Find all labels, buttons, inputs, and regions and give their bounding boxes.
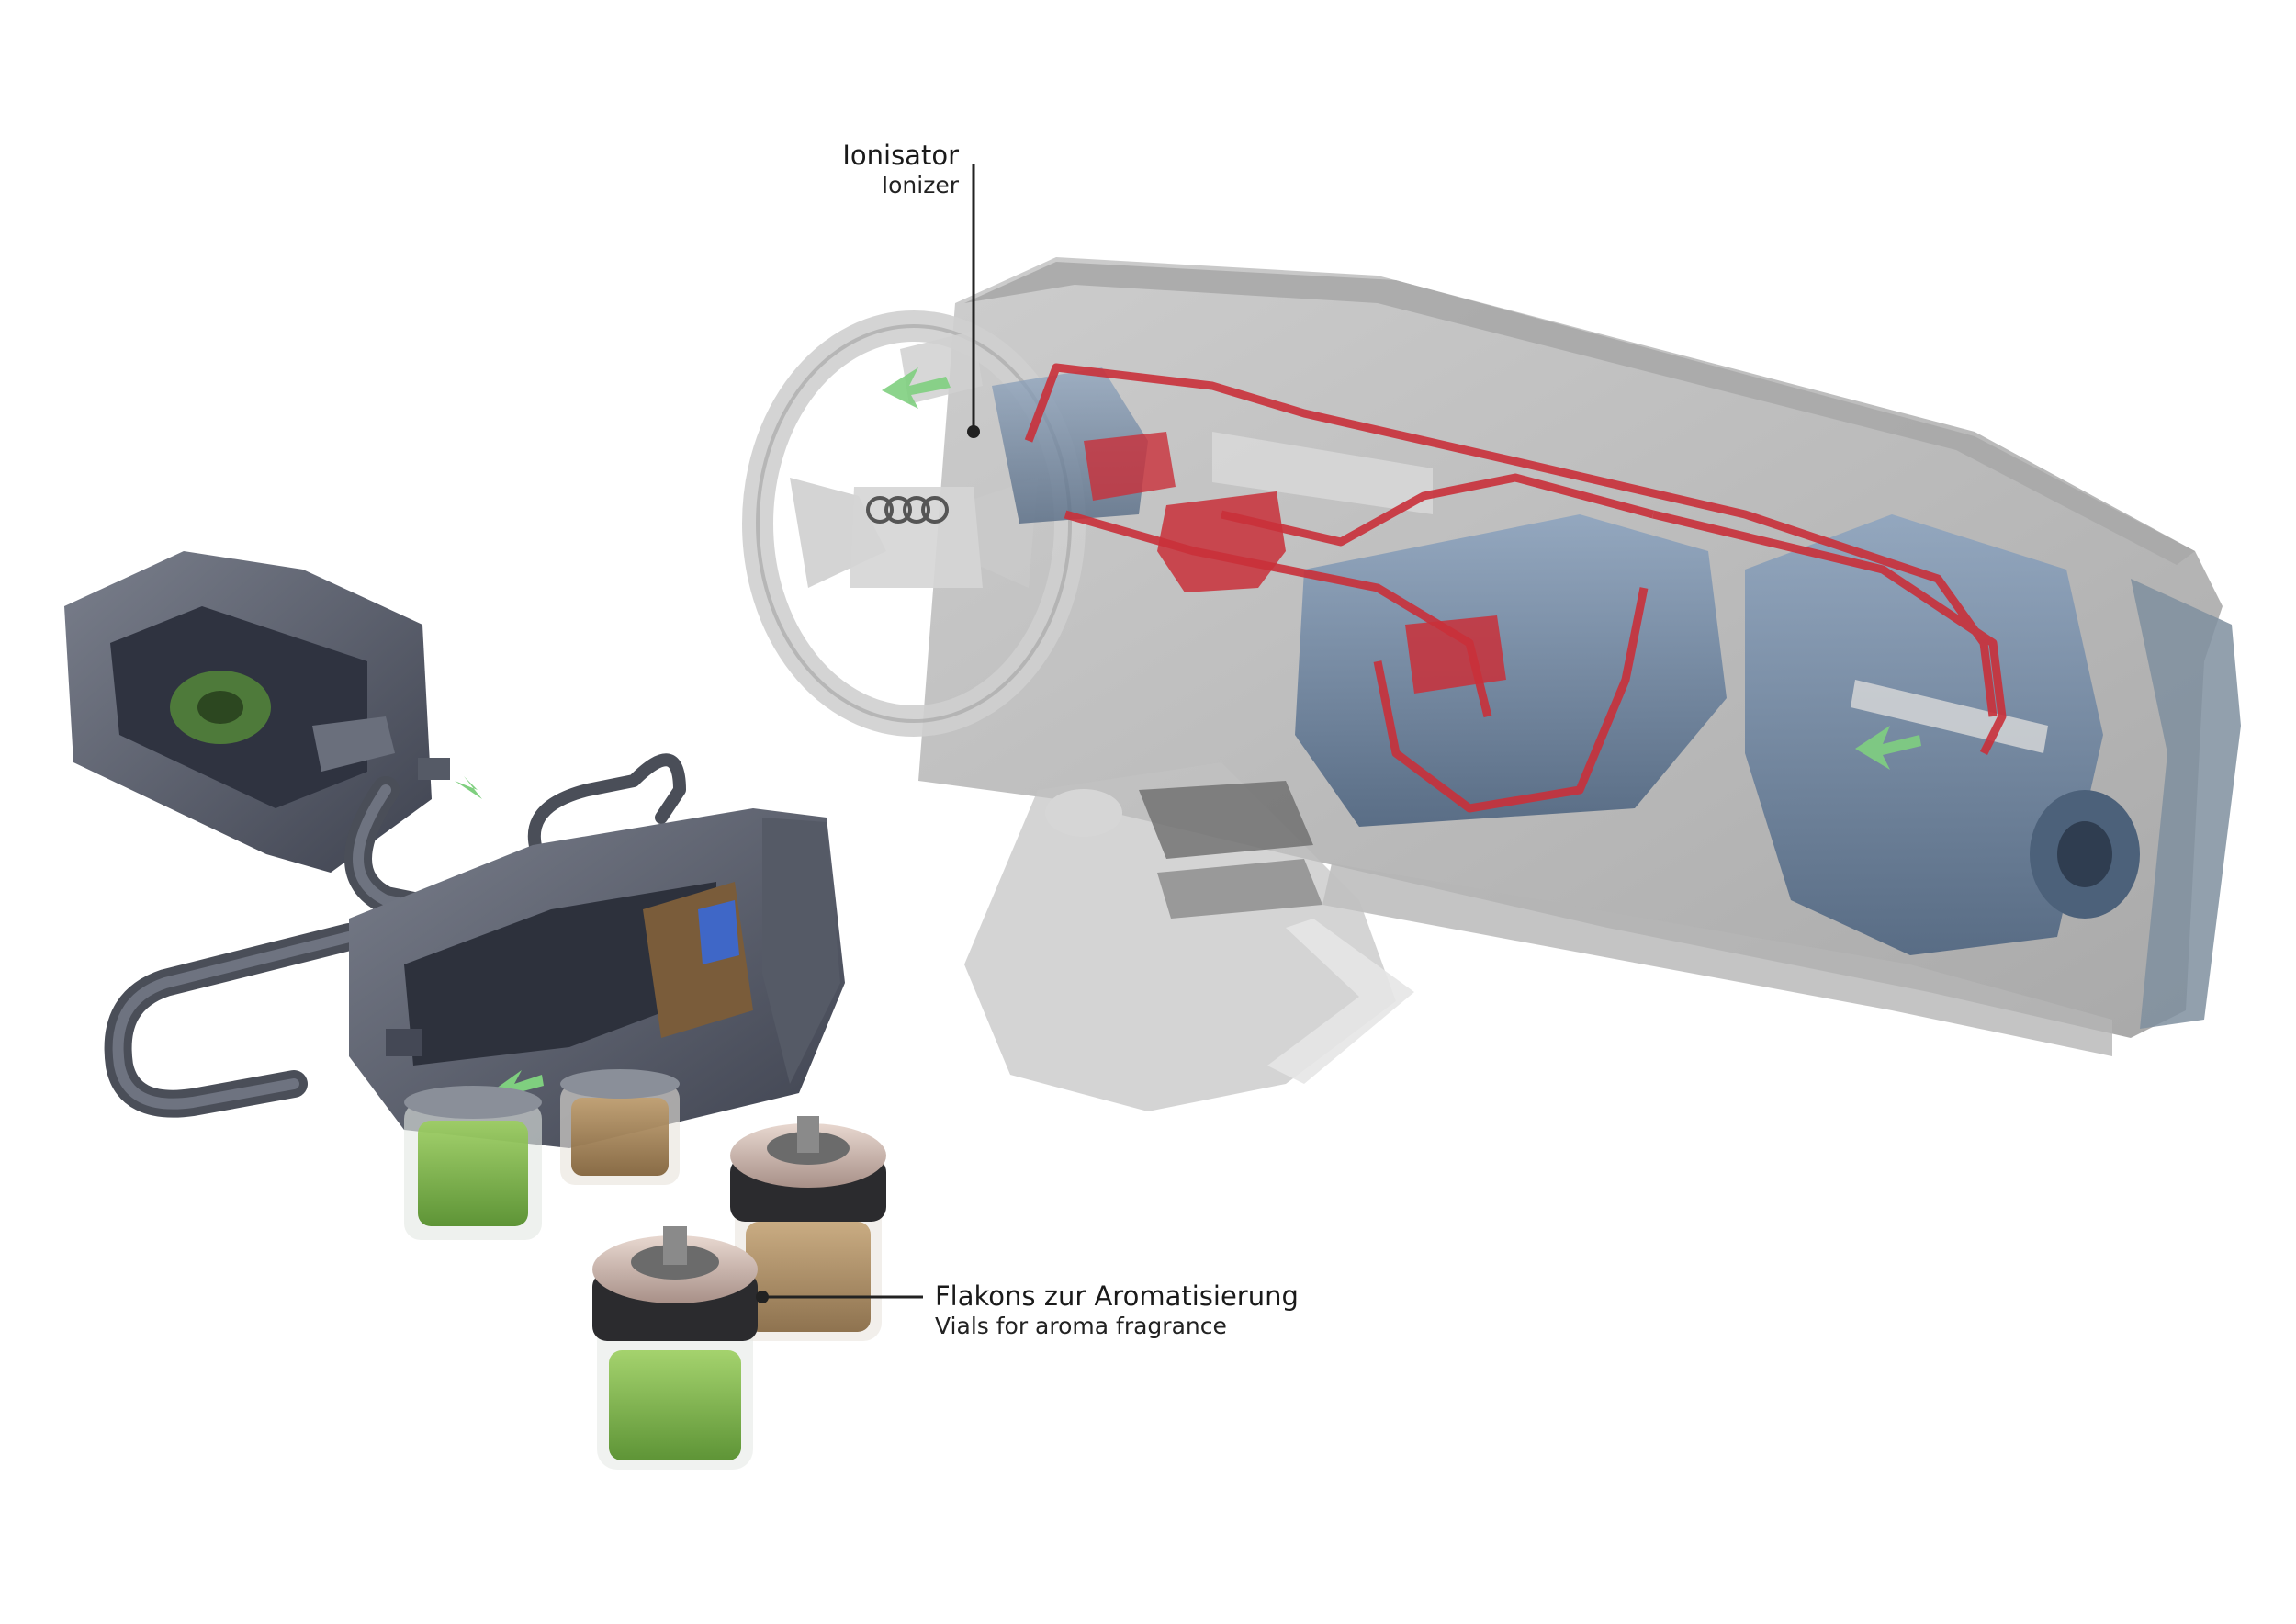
console-controls bbox=[1157, 859, 1322, 919]
vials-label: Flakons zur Aromatisierung Vials for aro… bbox=[935, 1280, 1299, 1340]
ionizer-label: Ionisator Ionizer bbox=[842, 140, 959, 199]
fragrance-module bbox=[64, 551, 845, 1240]
dashboard-end-panel bbox=[2131, 579, 2241, 1029]
right-vent bbox=[1851, 680, 2048, 753]
vial-attached-green bbox=[404, 1086, 542, 1240]
airflow-arrow-icon bbox=[455, 776, 482, 799]
fragrance-module-red bbox=[1157, 491, 1286, 592]
vials-leader-dot bbox=[756, 1291, 769, 1303]
vials-label-en: Vials for aroma fragrance bbox=[935, 1312, 1227, 1339]
control-unit-red bbox=[1405, 615, 1506, 694]
ionizer-red-unit bbox=[1084, 432, 1176, 501]
center-console bbox=[964, 762, 1396, 1111]
console-trim bbox=[1267, 919, 1414, 1084]
connecting-hoses bbox=[104, 753, 686, 1118]
audi-rings-logo bbox=[866, 496, 949, 524]
gear-selector bbox=[1045, 789, 1122, 837]
ionizer-leader-dot bbox=[967, 425, 980, 438]
airflow-arrow-icon bbox=[496, 1070, 544, 1107]
vial-loose-amber bbox=[730, 1116, 886, 1341]
airflow-arrow-icon bbox=[1855, 726, 1921, 770]
ionizer-label-en: Ionizer bbox=[881, 171, 959, 198]
vial-loose-green bbox=[592, 1226, 758, 1470]
steering-wheel bbox=[742, 310, 1086, 737]
vial-attached-amber bbox=[560, 1069, 680, 1185]
console-screen bbox=[1139, 781, 1313, 859]
circuit-board bbox=[643, 882, 753, 1038]
hvac-housing-right bbox=[1745, 514, 2103, 955]
airflow-arrow-icon bbox=[882, 367, 951, 409]
dashboard-lower-fascia bbox=[1322, 863, 2112, 1056]
hvac-housing-center bbox=[1295, 514, 1727, 827]
dashboard-cutaway bbox=[742, 257, 2241, 1111]
center-vent bbox=[1212, 432, 1433, 514]
ionizer-label-de: Ionisator bbox=[842, 140, 959, 171]
vials-label-de: Flakons zur Aromatisierung bbox=[935, 1280, 1299, 1312]
